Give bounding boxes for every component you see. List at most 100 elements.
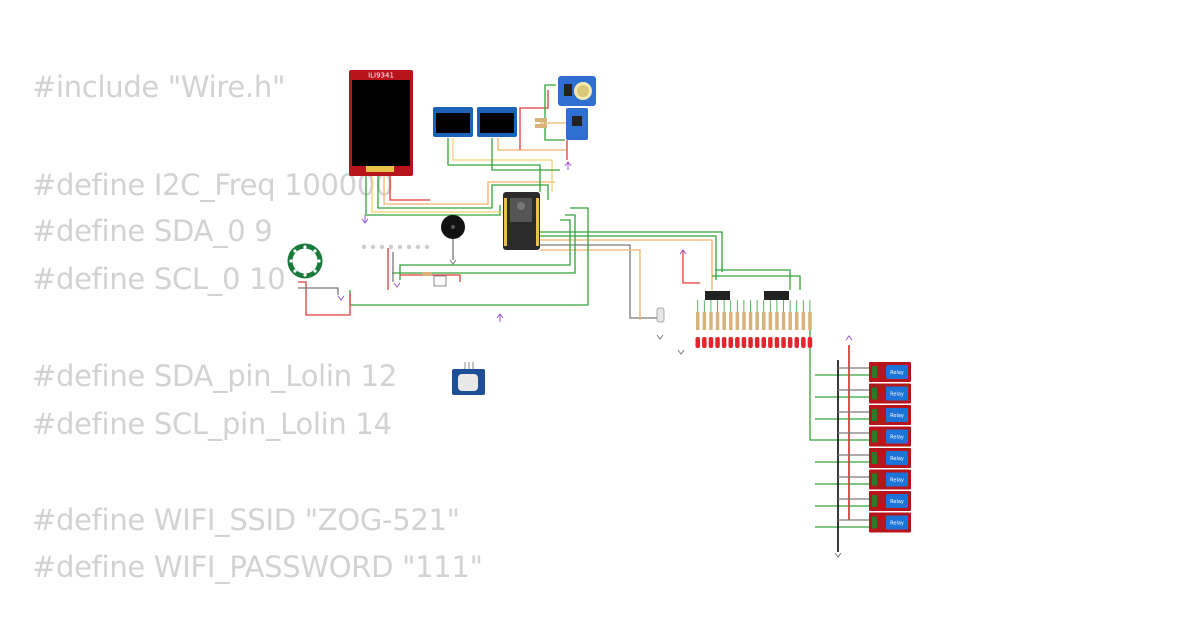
led	[708, 337, 714, 348]
wire-shift-link-1	[715, 269, 791, 290]
relay-label: Relay	[890, 456, 904, 462]
power-icon	[845, 335, 853, 341]
led	[695, 337, 700, 348]
small-switch	[656, 307, 665, 323]
led	[768, 337, 773, 348]
ground-symbols	[337, 161, 853, 558]
wire-tft-orange	[383, 176, 555, 205]
resistor-array	[696, 300, 812, 330]
tft-display: ILI9341	[349, 70, 413, 176]
wire-rtc-red	[519, 90, 549, 150]
wire-shift-link-2	[712, 275, 801, 290]
imu-module	[566, 108, 588, 140]
tft-label: ILI9341	[368, 72, 394, 80]
wire-board-gray	[540, 244, 660, 319]
led	[735, 337, 740, 348]
rtc-resistors	[535, 118, 547, 128]
resistor	[735, 312, 740, 330]
relay-module: Relay	[869, 469, 911, 490]
resistor	[795, 312, 799, 330]
wire-vcc-red	[682, 250, 700, 284]
power-icon	[496, 313, 504, 322]
shift-register-1	[705, 291, 730, 300]
resistor	[715, 312, 720, 330]
wire-board-btn-green-2	[399, 219, 571, 280]
wire-tft-green-2	[377, 176, 549, 209]
esp32-board	[503, 192, 540, 250]
resistor	[768, 312, 773, 330]
resistor	[781, 312, 786, 330]
buzzer	[441, 215, 465, 239]
code-line-sda-lolin: #define SDA_pin_Lolin 12	[32, 359, 397, 393]
led	[801, 337, 806, 348]
rtc-module	[558, 76, 596, 106]
wire-board-shift-2	[540, 235, 717, 280]
led	[715, 337, 720, 348]
wire-oled1-yellow	[452, 138, 553, 192]
resistor	[788, 312, 792, 330]
wire-rtc-green	[544, 84, 565, 141]
led	[781, 337, 786, 348]
relay-module: Relay	[869, 491, 911, 511]
led	[761, 337, 766, 348]
ground-icon	[393, 282, 401, 288]
code-line-sda0: #define SDA_0 9	[32, 214, 273, 248]
code-line-scl-lolin: #define SCL_pin_Lolin 14	[32, 407, 392, 441]
resistor	[775, 312, 779, 330]
led	[787, 337, 793, 348]
wire-relay-bus-green	[809, 325, 870, 441]
relay-module: Relay	[869, 426, 911, 447]
ground-icon	[337, 295, 345, 301]
ground-icon	[677, 349, 685, 355]
wire-relay-signals	[815, 374, 870, 528]
led	[728, 337, 733, 348]
resistor	[722, 312, 726, 330]
code-line-wifi-password: #define WIFI_PASSWORD "111"	[32, 550, 483, 584]
led	[807, 337, 813, 348]
code-line-i2c-freq: #define I2C_Freq 100000	[32, 168, 394, 202]
wire-ring-gray	[298, 287, 339, 295]
wire-oled2-green	[491, 138, 560, 171]
neopixel-ring	[287, 243, 323, 279]
led	[794, 337, 799, 348]
resistor	[702, 312, 707, 330]
wire-relay-gnd-taps	[838, 367, 870, 521]
wires	[298, 84, 870, 552]
power-icon	[564, 161, 572, 170]
power-icon	[679, 249, 687, 255]
oled-display-1	[433, 107, 473, 137]
resistor	[755, 312, 759, 330]
pir-sensor	[452, 362, 485, 395]
wire-btn-res-red	[400, 274, 461, 282]
resistor	[742, 312, 746, 330]
led	[721, 337, 727, 348]
resistor	[696, 312, 700, 330]
code-line-scl0: #define SCL_0 10	[32, 262, 286, 296]
wire-ring-red	[298, 281, 351, 316]
resistor	[729, 312, 733, 330]
relay-label: Relay	[890, 478, 904, 484]
wire-board-ring-green	[349, 207, 589, 306]
shift-register-2	[764, 291, 789, 300]
led	[754, 337, 760, 348]
oled-display-2	[477, 107, 517, 137]
wire-tft-green	[365, 176, 501, 216]
relay-label: Relay	[890, 435, 904, 441]
wire-board-btn-green	[392, 214, 576, 274]
ground-icon	[656, 334, 664, 340]
wire-board-shift-1	[540, 231, 723, 272]
resistor	[808, 312, 812, 330]
code-line-include: #include "Wire.h"	[32, 70, 285, 104]
relay-module: Relay	[869, 383, 911, 404]
relay-module: Relay	[869, 512, 911, 533]
wire-oled1-green	[447, 138, 541, 192]
relay-module: Relay	[869, 362, 911, 382]
code-line-wifi-ssid: #define WIFI_SSID "ZOG-521"	[32, 503, 460, 537]
wire-tft-yellow	[371, 176, 505, 213]
wire-oled2-orange	[497, 138, 566, 151]
relay-label: Relay	[890, 370, 904, 376]
led-array	[695, 337, 813, 348]
wire-board-shift-3	[540, 239, 713, 290]
